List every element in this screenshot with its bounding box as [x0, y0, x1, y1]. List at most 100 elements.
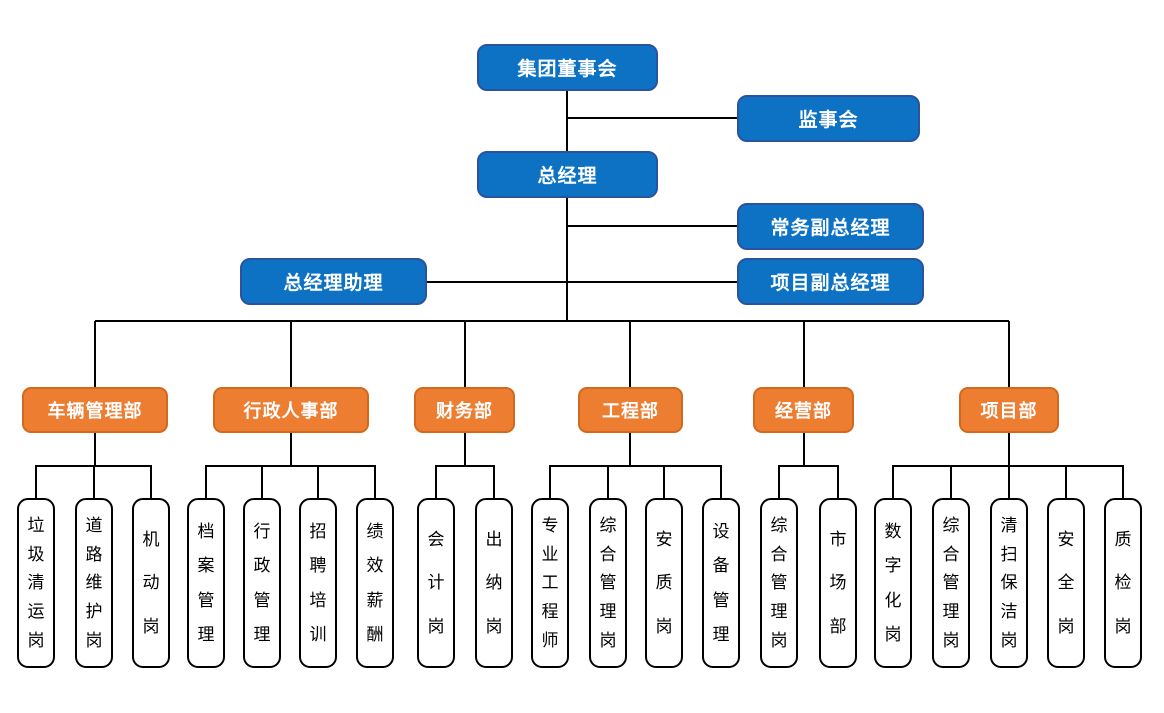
connector-drop-pos-3-3 [720, 465, 722, 498]
position-label: 数字化岗 [884, 521, 902, 645]
position-label: 绩效薪酬 [366, 521, 384, 645]
dept-node-finance: 财务部 [414, 387, 515, 433]
connector-drop-pos-4-1 [837, 465, 839, 498]
dept-label: 项目部 [980, 401, 1038, 421]
node-gm-assistant: 总经理助理 [240, 258, 427, 305]
node-exec-deputy-gm: 常务副总经理 [737, 203, 924, 250]
connector-drop-pos-1-1 [261, 465, 263, 498]
position-node-general-management-ops: 综合管理岗 [760, 498, 798, 668]
connector-drop-pos-5-4 [1122, 465, 1124, 498]
position-node-cashier: 出纳岗 [475, 498, 513, 668]
position-node-cleaning: 清扫保洁岗 [990, 498, 1028, 668]
position-label: 专业工程师 [541, 515, 559, 651]
connector-stem-dept-1 [290, 433, 292, 465]
connector-drop-dept-5 [1008, 321, 1010, 387]
connector-drop-pos-3-2 [663, 465, 665, 498]
connector-drop-dept-1 [290, 321, 292, 387]
node-board: 集团董事会 [477, 44, 658, 91]
position-node-market-dept: 市场部 [819, 498, 857, 668]
position-label: 清扫保洁岗 [1000, 515, 1018, 651]
node-supervisory: 监事会 [737, 95, 920, 142]
connector-drop-pos-5-3 [1065, 465, 1067, 498]
connector-drop-pos-1-3 [374, 465, 376, 498]
connector-drop-pos-2-0 [435, 465, 437, 498]
connector-drop-pos-5-0 [892, 465, 894, 498]
position-label: 档案管理 [197, 521, 215, 645]
position-label: 安质岗 [655, 530, 673, 636]
position-node-general-management-eng: 综合管理岗 [589, 498, 627, 668]
connector-drop-pos-2-1 [493, 465, 495, 498]
position-node-recruit-training: 招聘培训 [299, 498, 337, 668]
position-label: 综合管理岗 [942, 515, 960, 651]
connector-subbus-2 [436, 465, 494, 467]
connector-drop-dept-4 [803, 321, 805, 387]
connector-drop-pos-5-2 [1008, 465, 1010, 498]
position-label: 安全岗 [1057, 530, 1075, 636]
node-supervisory-label: 监事会 [798, 110, 859, 131]
position-label: 道路维护岗 [85, 515, 103, 651]
position-node-general-management-proj: 综合管理岗 [932, 498, 970, 668]
connector-drop-pos-4-0 [778, 465, 780, 498]
node-project-deputy-gm-label: 项目副总经理 [770, 273, 891, 294]
position-label: 质检岗 [1114, 530, 1132, 636]
node-gm-assistant-label: 总经理助理 [283, 273, 384, 294]
position-label: 会计岗 [427, 530, 445, 636]
connector-drop-pos-1-2 [317, 465, 319, 498]
node-project-deputy-gm: 项目副总经理 [737, 258, 924, 305]
connector-drop-pos-0-1 [93, 465, 95, 498]
node-gm-label: 总经理 [537, 166, 598, 187]
position-label: 出纳岗 [485, 530, 503, 636]
connector-assistant-project-deputy [427, 281, 737, 283]
connector-stem-dept-2 [464, 433, 466, 465]
position-node-safety-quality: 安质岗 [645, 498, 683, 668]
connector-drop-pos-0-0 [35, 465, 37, 498]
connector-subbus-3 [550, 465, 721, 467]
position-label: 招聘培训 [309, 521, 327, 645]
node-board-label: 集团董事会 [517, 59, 618, 80]
connector-stem-dept-0 [94, 433, 96, 465]
node-exec-deputy-gm-label: 常务副总经理 [770, 218, 891, 239]
dept-node-project: 项目部 [959, 387, 1059, 433]
position-label: 行政管理 [253, 521, 271, 645]
position-node-equipment-management: 设备管理 [702, 498, 740, 668]
position-node-digitalization: 数字化岗 [874, 498, 912, 668]
dept-label: 财务部 [436, 401, 493, 421]
connector-stem-dept-4 [803, 433, 805, 465]
position-label: 设备管理 [712, 521, 730, 645]
connector-drop-pos-1-0 [205, 465, 207, 498]
position-label: 综合管理岗 [770, 515, 788, 651]
position-node-professional-engineer: 专业工程师 [531, 498, 569, 668]
position-node-accounting: 会计岗 [417, 498, 455, 668]
connector-drop-pos-0-2 [150, 465, 152, 498]
connector-main-bus-thick-segment [462, 319, 630, 322]
connector-supervisory [567, 117, 737, 119]
dept-label: 行政人事部 [243, 401, 339, 421]
dept-node-engineering: 工程部 [578, 387, 683, 433]
connector-stem-dept-3 [629, 433, 631, 465]
position-node-safety: 安全岗 [1047, 498, 1085, 668]
connector-drop-pos-5-1 [950, 465, 952, 498]
position-node-quality-inspection: 质检岗 [1104, 498, 1142, 668]
connector-drop-dept-3 [629, 321, 631, 387]
connector-drop-dept-0 [94, 321, 96, 387]
connector-drop-dept-2 [464, 321, 466, 387]
position-label: 垃圾清运岗 [27, 515, 45, 651]
position-label: 市场部 [829, 530, 847, 636]
position-node-road-maintenance: 道路维护岗 [75, 498, 113, 668]
position-label: 机动岗 [142, 530, 160, 636]
connector-drop-pos-3-1 [607, 465, 609, 498]
position-label: 综合管理岗 [599, 515, 617, 651]
node-gm: 总经理 [477, 151, 658, 198]
dept-label: 工程部 [602, 401, 659, 421]
dept-label: 经营部 [775, 401, 832, 421]
position-node-performance-pay: 绩效薪酬 [356, 498, 394, 668]
position-node-mobile: 机动岗 [132, 498, 170, 668]
connector-trunk [566, 91, 568, 321]
connector-exec-deputy [567, 225, 737, 227]
position-node-garbage-removal: 垃圾清运岗 [17, 498, 55, 668]
connector-subbus-4 [779, 465, 838, 467]
position-node-archive-management: 档案管理 [187, 498, 225, 668]
connector-drop-pos-3-0 [549, 465, 551, 498]
connector-stem-dept-5 [1008, 433, 1010, 465]
